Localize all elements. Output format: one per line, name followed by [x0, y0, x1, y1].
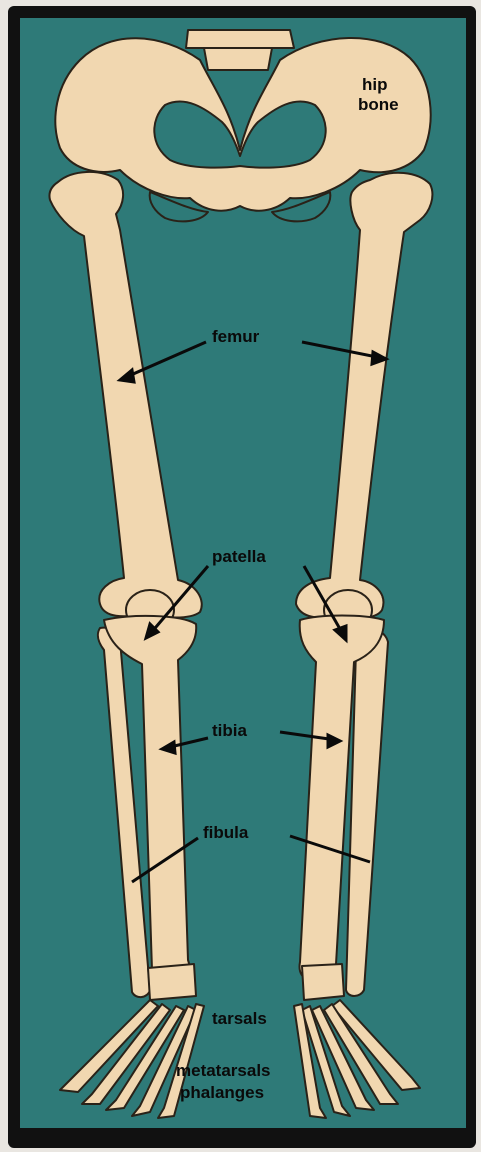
left-tarsals	[148, 964, 196, 1000]
hip-label-line2: bone	[358, 95, 399, 114]
phalanges-label: phalanges	[180, 1083, 264, 1102]
left-femur	[49, 172, 201, 618]
right-tarsals	[302, 964, 344, 1000]
fibula-label: fibula	[203, 823, 249, 842]
metatarsals-label: metatarsals	[176, 1061, 271, 1080]
tarsals-label: tarsals	[212, 1009, 267, 1028]
tibia-label: tibia	[212, 721, 247, 740]
right-femur	[296, 173, 432, 619]
patella-label: patella	[212, 547, 266, 566]
hip-label-line1: hip	[362, 75, 388, 94]
femur-label: femur	[212, 327, 260, 346]
